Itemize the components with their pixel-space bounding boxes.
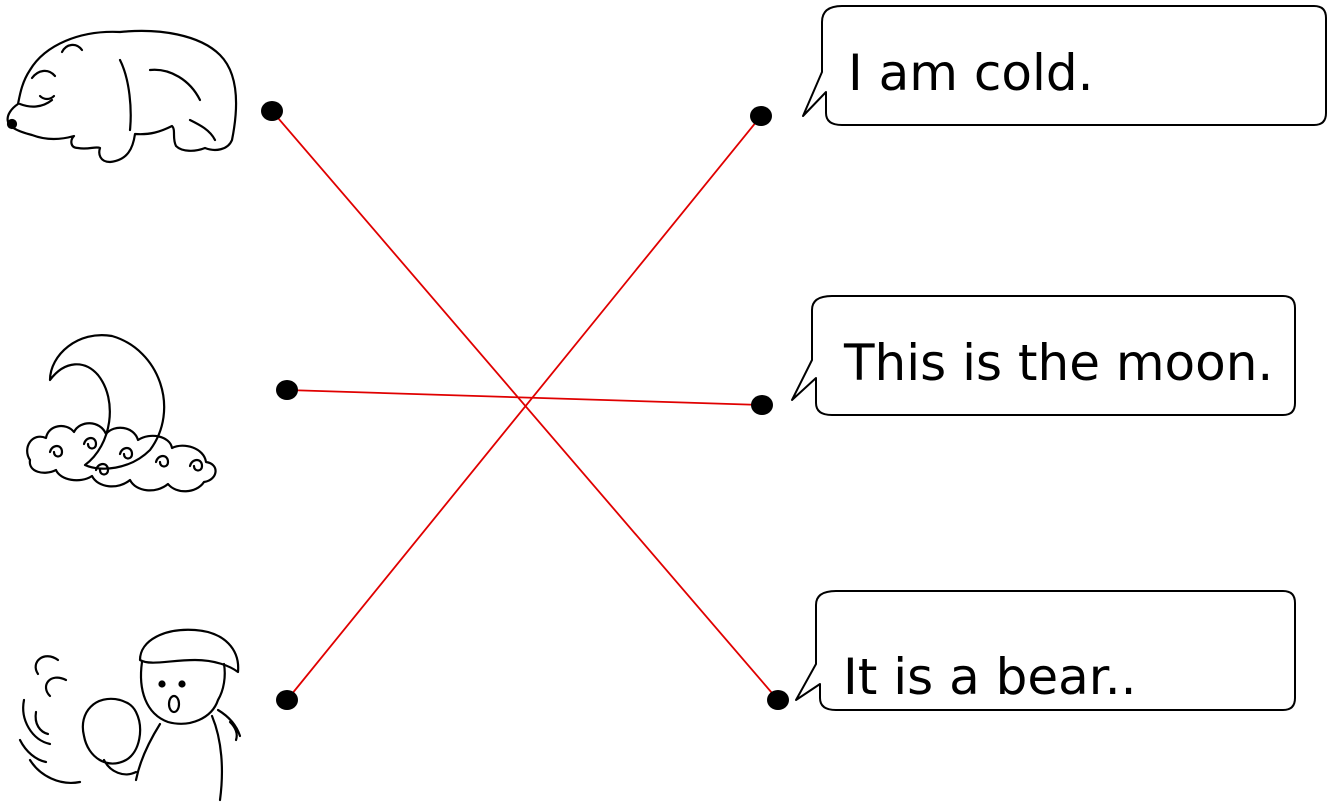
speech-bubble-1	[802, 5, 1327, 126]
sentence-dot-1[interactable]	[750, 106, 772, 126]
match-dots	[261, 101, 789, 710]
sentence-1: I am cold.	[848, 44, 1094, 102]
speech-bubble-3	[795, 590, 1296, 711]
match-line-moon	[286, 389, 763, 406]
match-line-cold-child	[286, 115, 762, 701]
sentence-dot-2[interactable]	[751, 395, 773, 415]
speech-bubble-2	[791, 295, 1296, 416]
picture-dot-moon[interactable]	[276, 380, 298, 400]
picture-dot-bear[interactable]	[261, 101, 283, 121]
sentence-3: It is a bear..	[843, 648, 1137, 706]
bear-icon	[6, 29, 238, 164]
cold-child-icon	[18, 628, 242, 802]
picture-dot-cold-child[interactable]	[276, 690, 298, 710]
match-lines	[271, 110, 779, 701]
sentence-dot-3[interactable]	[767, 690, 789, 710]
sentence-2: This is the moon.	[844, 334, 1274, 392]
moon-icon	[26, 334, 217, 493]
